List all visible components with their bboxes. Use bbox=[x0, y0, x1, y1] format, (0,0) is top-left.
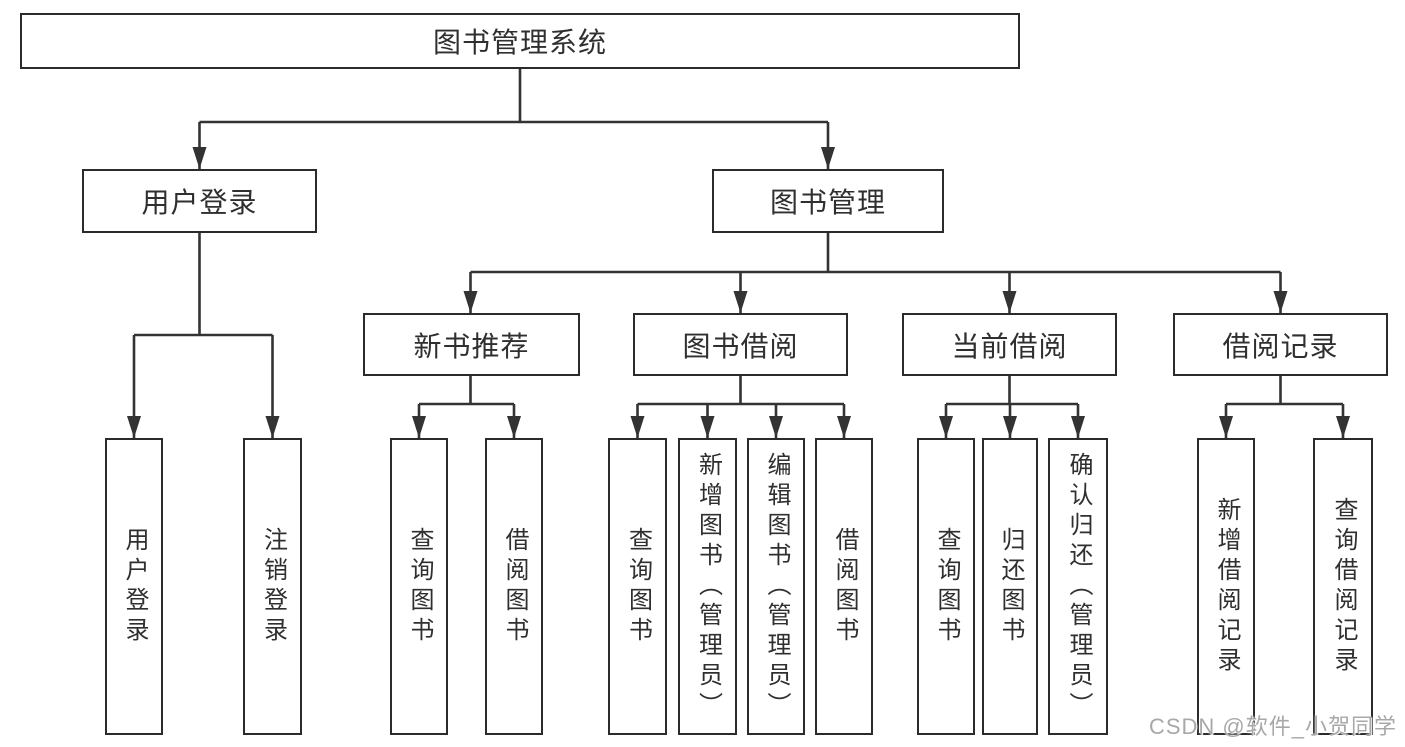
leaf-borrowing-edit-books-admin: 编辑图书（管理员） bbox=[747, 438, 805, 735]
leaf-borrowing-query-books-label: 查询图书 bbox=[624, 526, 652, 647]
leaf-current-query-books: 查询图书 bbox=[917, 438, 975, 735]
leaf-current-query-books-label: 查询图书 bbox=[933, 526, 960, 647]
leaf-recommend-query-books-label: 查询图书 bbox=[406, 526, 433, 647]
leaf-recommend-query-books: 查询图书 bbox=[390, 438, 448, 735]
leaf-recommend-borrow-books: 借阅图书 bbox=[485, 438, 543, 735]
node-book-borrowing: 图书借阅 bbox=[633, 313, 848, 376]
leaf-user-login-label: 用户登录 bbox=[121, 526, 148, 647]
leaf-logout-label: 注销登录 bbox=[259, 526, 287, 647]
node-borrowing-records: 借阅记录 bbox=[1173, 313, 1388, 376]
leaf-user-login: 用户登录 bbox=[105, 438, 163, 735]
leaf-borrowing-borrow-books: 借阅图书 bbox=[815, 438, 873, 735]
leaf-current-confirm-return-admin: 确认归还（管理员） bbox=[1048, 438, 1108, 735]
leaf-logout: 注销登录 bbox=[243, 438, 302, 735]
leaf-borrowing-borrow-books-label: 借阅图书 bbox=[831, 526, 858, 647]
leaf-records-add-record-label: 新增借阅记录 bbox=[1213, 496, 1240, 677]
leaf-borrowing-add-books-admin: 新增图书（管理员） bbox=[678, 438, 737, 735]
node-library-system: 图书管理系统 bbox=[20, 13, 1020, 69]
leaf-current-return-books-label: 归还图书 bbox=[997, 526, 1024, 647]
leaf-borrowing-edit-books-admin-label: 编辑图书（管理员） bbox=[763, 451, 790, 722]
leaf-borrowing-query-books: 查询图书 bbox=[608, 438, 667, 735]
csdn-watermark: CSDN @软件_小贺同学 bbox=[1148, 714, 1397, 739]
leaf-borrowing-add-books-admin-label: 新增图书（管理员） bbox=[694, 451, 722, 722]
node-current-borrowing: 当前借阅 bbox=[902, 313, 1117, 376]
leaf-records-query-record-label: 查询借阅记录 bbox=[1330, 496, 1357, 677]
leaf-records-query-record: 查询借阅记录 bbox=[1313, 438, 1373, 735]
leaf-current-confirm-return-admin-label: 确认归还（管理员） bbox=[1065, 451, 1092, 722]
node-new-book-recommend: 新书推荐 bbox=[363, 313, 580, 376]
node-user-login: 用户登录 bbox=[82, 169, 317, 233]
leaf-records-add-record: 新增借阅记录 bbox=[1197, 438, 1255, 735]
node-book-management: 图书管理 bbox=[712, 169, 944, 233]
leaf-current-return-books: 归还图书 bbox=[982, 438, 1038, 735]
leaf-recommend-borrow-books-label: 借阅图书 bbox=[501, 526, 528, 647]
